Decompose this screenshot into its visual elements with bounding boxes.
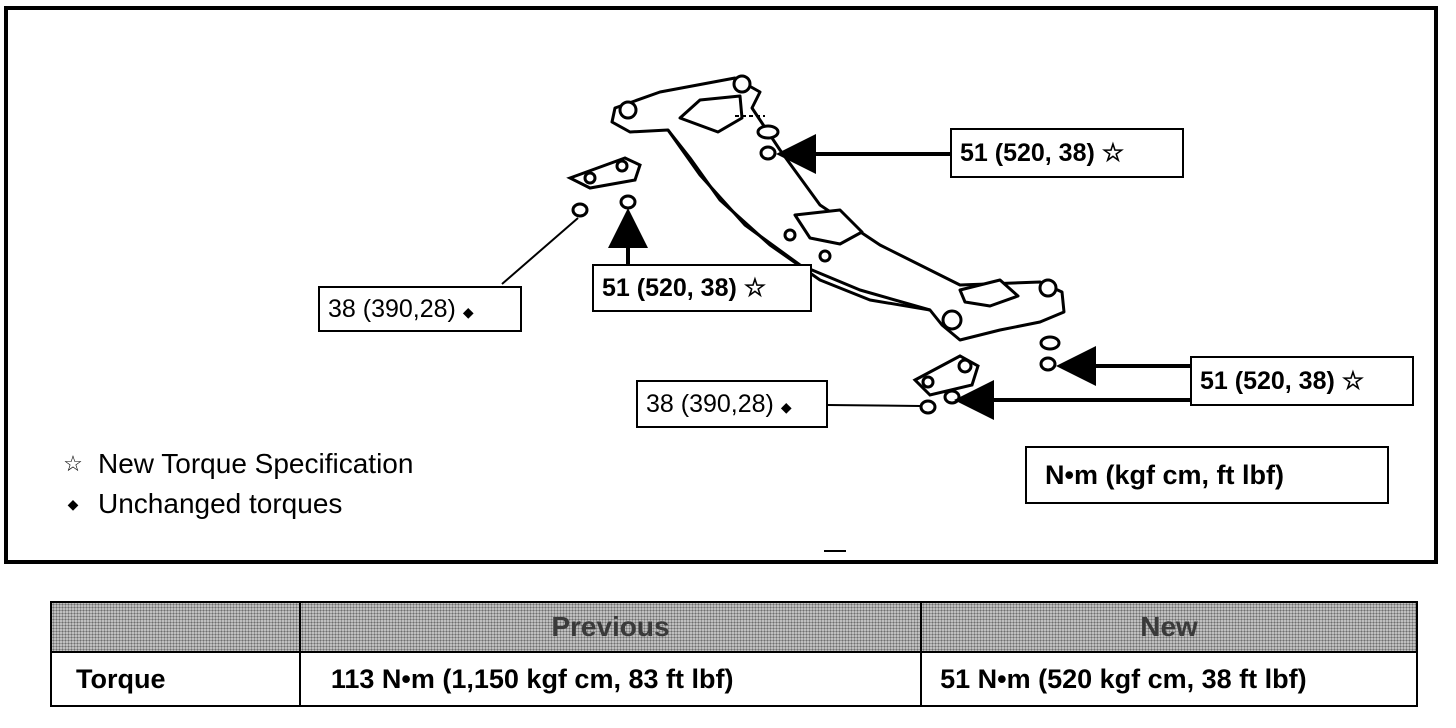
legend-item-new: ☆ New Torque Specification: [48, 444, 413, 484]
right-bracket-plate: [912, 354, 980, 397]
torque-callout-upper-left: 38 (390,28) ◆: [318, 286, 522, 332]
crossmember-edge: [666, 129, 931, 312]
nut: [619, 194, 637, 210]
new-value: 51 N•m (520 kgf cm, 38 ft lbf): [920, 651, 1418, 707]
legend-label: New Torque Specification: [98, 448, 414, 479]
previous-value: 113 N•m (1,150 kgf cm, 83 ft lbf): [298, 651, 923, 707]
row-label: Torque: [50, 651, 301, 707]
legend-label: Unchanged torques: [98, 488, 343, 519]
torque-callout-lower-left: 38 (390,28) ◆: [636, 380, 828, 428]
nut: [571, 202, 589, 218]
table-header-blank: [50, 601, 301, 653]
mount-hole: [941, 309, 963, 331]
crossmember-right-bracket: [958, 278, 1020, 308]
torque-callout-top-right: 51 (520, 38) ☆: [950, 128, 1184, 178]
star-icon: ☆: [63, 451, 83, 476]
leader-line: [827, 404, 921, 407]
table-header-previous: Previous: [298, 601, 923, 653]
leader-lines: [501, 134, 1192, 420]
nut: [1039, 335, 1061, 351]
nut: [943, 389, 961, 405]
table-header-row: Previous New: [50, 601, 1418, 653]
nut: [919, 399, 937, 415]
legend: ☆ New Torque Specification ◆ Unchanged t…: [48, 444, 413, 524]
diamond-icon: ◆: [67, 495, 79, 512]
nut: [759, 145, 777, 161]
divider-mark: [824, 550, 846, 552]
torque-callout-lower-right: 51 (520, 38) ☆: [1190, 356, 1414, 406]
crossmember-top-bracket: [678, 94, 744, 134]
leader-line: [501, 217, 579, 285]
torque-callout-upper-middle: 51 (520, 38) ☆: [592, 264, 812, 312]
mount-hole: [783, 228, 797, 242]
crossmember-illustration: [610, 74, 1066, 342]
table-header-new: New: [920, 601, 1418, 653]
mount-hole: [818, 249, 832, 263]
mount-hole: [618, 100, 638, 120]
star-icon: ☆: [1341, 367, 1365, 395]
left-bracket-plate: [566, 156, 642, 190]
nut: [1039, 356, 1057, 372]
star-icon: ☆: [743, 274, 767, 302]
legend-item-unchanged: ◆ Unchanged torques: [48, 484, 413, 524]
mount-hole: [1038, 278, 1058, 298]
units-label: N•m (kgf cm, ft lbf): [1025, 446, 1389, 504]
crossmember-center-bracket: [793, 208, 864, 246]
nut: [756, 124, 780, 140]
crossmember-diagram: [501, 74, 1192, 420]
mount-hole: [732, 74, 752, 94]
table-row: Torque 113 N•m (1,150 kgf cm, 83 ft lbf)…: [50, 651, 1418, 707]
diamond-icon: ◆: [462, 304, 474, 320]
diamond-icon: ◆: [780, 399, 792, 415]
torque-spec-table: Previous New Torque 113 N•m (1,150 kgf c…: [50, 601, 1418, 707]
star-icon: ☆: [1101, 139, 1125, 167]
